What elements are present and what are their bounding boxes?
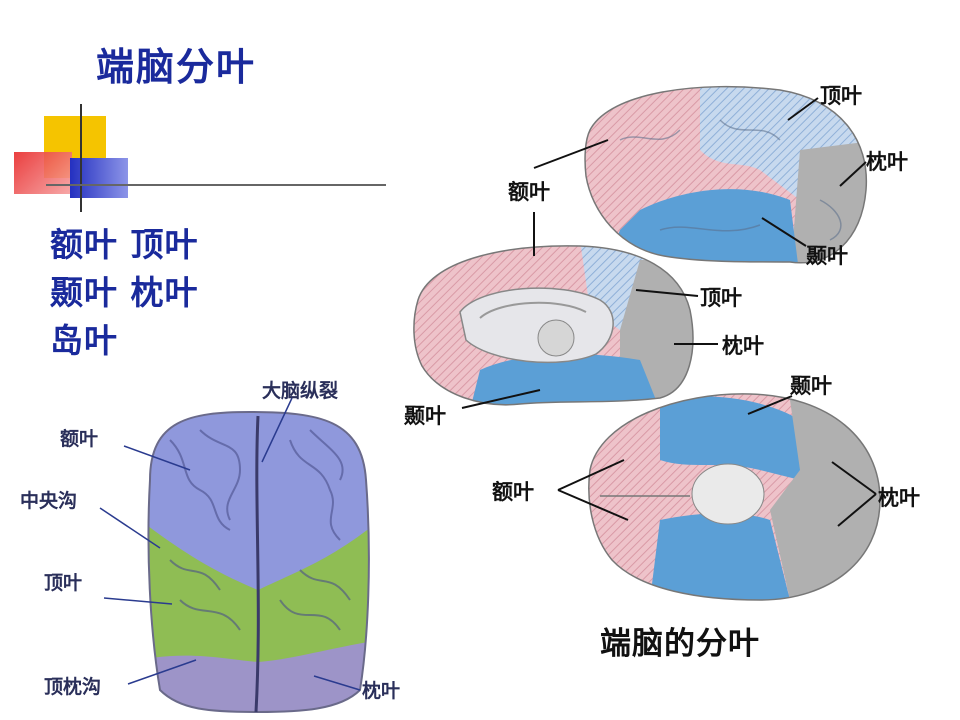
- decor-red-square: [14, 152, 72, 194]
- decor-vertical-line: [80, 104, 82, 212]
- slide-title: 端脑分叶: [96, 45, 257, 89]
- medial-view-brain: [413, 245, 693, 405]
- label-central-sulcus: 中央沟: [20, 490, 78, 512]
- label-lateral-occipital: 枕叶: [866, 149, 908, 174]
- label-medial-occipital: 枕叶: [722, 333, 764, 358]
- label-parieto-occipital-sulcus: 顶枕沟: [44, 676, 102, 698]
- label-top-frontal: 额叶: [60, 428, 99, 450]
- bullet-line-3: 岛叶: [50, 321, 118, 360]
- label-medial-parietal: 顶叶: [700, 285, 742, 310]
- bullet-line-1: 额叶 顶叶: [50, 225, 199, 264]
- top-view-brain: [148, 412, 369, 712]
- label-inferior-temporal: 颞叶: [790, 373, 832, 398]
- label-lateral-temporal: 颞叶: [806, 243, 848, 268]
- decor-horizontal-line: [46, 184, 386, 186]
- label-lateral-parietal: 顶叶: [820, 83, 862, 108]
- bullet-line-2: 颞叶 枕叶: [50, 273, 199, 312]
- label-top-occipital: 枕叶: [362, 680, 401, 702]
- inferior-view-brain: [588, 393, 880, 600]
- decor-blue-square: [70, 158, 128, 198]
- label-top-parietal: 顶叶: [44, 572, 83, 594]
- figure-caption: 端脑的分叶: [600, 626, 760, 662]
- label-inferior-frontal: 额叶: [492, 479, 534, 504]
- label-inferior-occipital: 枕叶: [878, 485, 920, 510]
- label-longitudinal-fissure: 大脑纵裂: [262, 380, 339, 402]
- label-lateral-frontal: 额叶: [508, 179, 550, 204]
- label-medial-temporal: 颞叶: [404, 403, 446, 428]
